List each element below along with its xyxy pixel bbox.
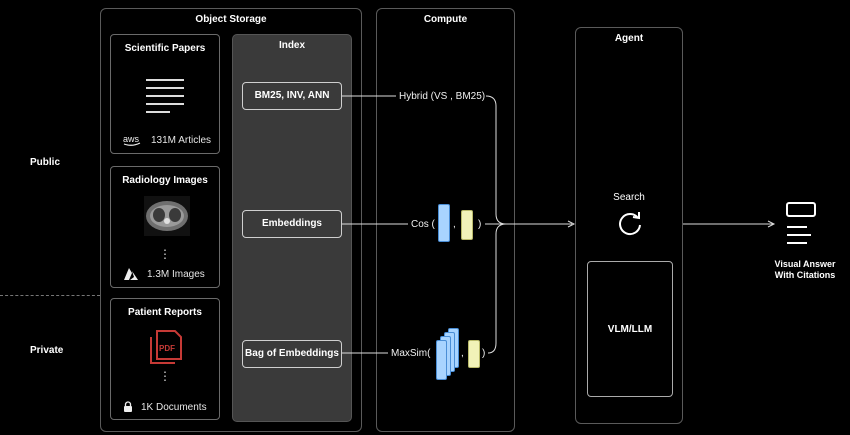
object-storage-panel: Object Storage [100,8,362,432]
document-icon [146,79,184,113]
ellipsis: ⋮ [159,247,171,261]
cos-close-paren: ) [478,219,482,230]
public-label: Public [30,157,61,168]
source-card-radiology-images: Radiology Images ⋮ 1.3M Images [110,166,220,288]
agent-panel: Agent Search VLM/LLM [575,27,683,424]
cos-separator: , [453,219,456,230]
source-title: Scientific Papers [124,43,206,54]
pdf-badge-text: PDF [159,344,175,353]
lock-icon [124,401,132,412]
cos-op-label: Cos ( [411,219,435,230]
model-label: VLM/LLM [607,324,653,335]
source-count: 1K Documents [141,401,207,413]
cos-query-vector [438,204,450,242]
pdf-icon: PDF [150,330,182,364]
source-title: Patient Reports [128,307,202,318]
index-title: Index [278,40,306,51]
cos-doc-vector [461,210,473,240]
index-item-bag-of-embeddings: Bag of Embeddings [242,340,342,368]
model-box: VLM/LLM [587,261,673,397]
ct-scan-image [144,196,190,236]
maxsim-op-label: MaxSim( [391,348,431,359]
compute-panel: Compute [376,8,515,432]
search-label: Search [613,192,645,203]
aws-logo-icon: aws [123,134,141,146]
agent-title: Agent [614,33,644,44]
output-label-line2: With Citations [774,270,836,280]
source-footer: 1.3M Images [123,267,205,281]
output-label-line1: Visual Answer [774,259,836,269]
compute-title: Compute [423,14,468,25]
svg-text:aws: aws [123,134,140,144]
source-footer: 1K Documents [123,401,207,413]
hybrid-op-label: Hybrid (VS , BM25) [399,91,486,102]
answer-icon [786,202,816,244]
source-footer: aws 131M Articles [123,133,211,147]
source-title: Radiology Images [122,175,208,186]
index-item-embeddings: Embeddings [242,210,342,238]
ellipsis: ⋮ [159,369,171,383]
source-count: 131M Articles [151,134,212,146]
azure-logo-icon [124,268,138,280]
refresh-icon [619,212,641,236]
maxsim-separator: , [461,348,464,359]
object-storage-title: Object Storage [195,14,267,25]
maxsim-doc-vector [468,340,480,368]
maxsim-close-paren: ) [482,348,486,359]
source-card-patient-reports: Patient Reports PDF ⋮ 1K Documents [110,298,220,420]
source-card-scientific-papers: Scientific Papers aws 131M Articles [110,34,220,154]
source-count: 1.3M Images [147,268,205,280]
private-label: Private [30,345,64,356]
public-private-divider [0,295,100,296]
index-item-bm25: BM25, INV, ANN [242,82,342,110]
maxsim-vector-stack-4 [436,340,447,380]
